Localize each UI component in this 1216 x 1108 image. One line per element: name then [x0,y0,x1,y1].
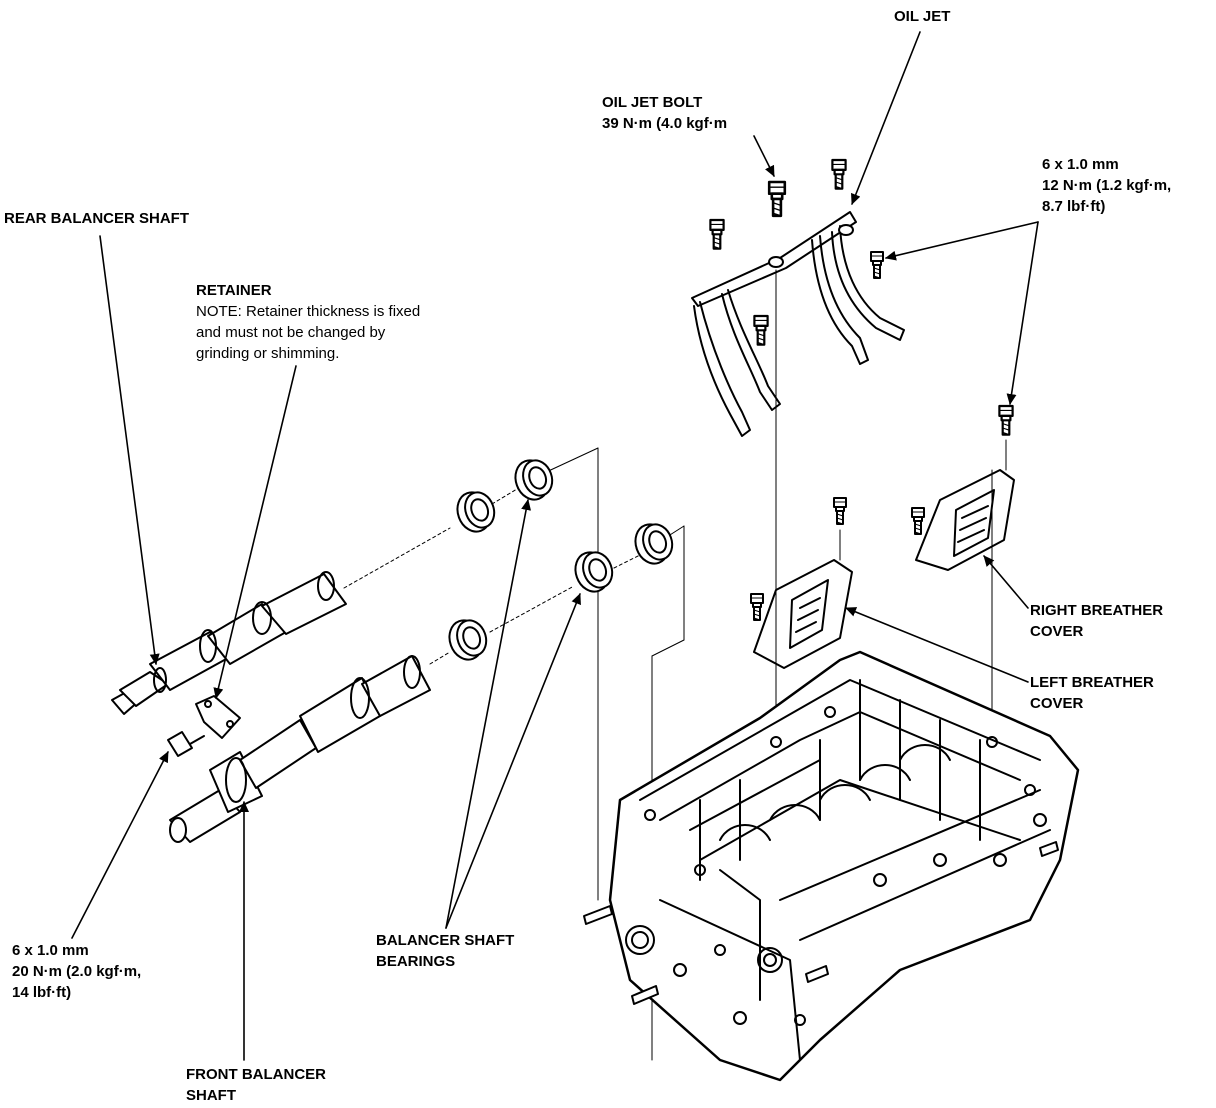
label-front-balancer-shaft-line2: SHAFT [186,1087,236,1104]
retainer-bolt [167,731,205,757]
label-breather-bolt-torque: 12 N·m (1.2 kgf·m, [1042,177,1172,194]
label-left-breather-cover: LEFT BREATHER COVER [1030,672,1154,714]
label-breather-bolt-torque-lbf: 8.7 lbf·ft) [1042,198,1106,215]
label-front-balancer-shaft: FRONT BALANCER SHAFT [186,1064,326,1106]
front-balancer-shaft [169,525,685,1061]
label-retainer-note-line2: and must not be changed by [196,324,386,341]
assembly-guide-lines [775,269,1007,741]
balancer-shaft-bearings-parts [443,453,679,666]
label-oil-jet-bolt: OIL JET BOLT 39 N·m (4.0 kgf·m [602,92,727,134]
label-oil-jet-bolt-line1: OIL JET BOLT [602,94,703,111]
leader-arrows [71,31,1039,1061]
label-rear-balancer-shaft: REAR BALANCER SHAFT [4,208,189,229]
rear-balancer-shaft [111,447,599,901]
label-right-breather-cover-line2: COVER [1030,623,1084,640]
label-balancer-shaft-bearings: BALANCER SHAFT BEARINGS [376,930,514,972]
label-retainer-title: RETAINER [196,282,272,299]
label-retainer-note-line1: NOTE: Retainer thickness is fixed [196,303,421,320]
label-breather-bolt-size: 6 x 1.0 mm [1042,156,1119,173]
label-retainer-bolt-size: 6 x 1.0 mm [12,942,89,959]
label-balancer-shaft-bearings-line2: BEARINGS [376,953,456,970]
label-oil-jet-line1: OIL JET [894,8,951,25]
label-retainer-bolt-torque-lbf: 14 lbf·ft) [12,984,72,1001]
label-left-breather-cover-line1: LEFT BREATHER [1030,674,1154,691]
left-breather-cover-part [750,497,853,669]
label-retainer-note-line3: grinding or shimming. [196,345,340,362]
label-breather-bolt-spec: 6 x 1.0 mm 12 N·m (1.2 kgf·m, 8.7 lbf·ft… [1042,154,1171,217]
label-right-breather-cover-line1: RIGHT BREATHER [1030,602,1164,619]
label-rear-balancer-shaft-line1: REAR BALANCER SHAFT [4,210,189,227]
label-oil-jet-bolt-torque: 39 N·m (4.0 kgf·m [602,115,728,132]
label-right-breather-cover: RIGHT BREATHER COVER [1030,600,1163,642]
label-retainer-bolt-torque: 20 N·m (2.0 kgf·m, [12,963,142,980]
label-retainer: RETAINER NOTE: Retainer thickness is fix… [196,280,420,364]
oil-jet-part [691,158,905,437]
retainer-part [195,695,241,739]
right-breather-cover-part [911,404,1015,571]
engine-block [583,650,1080,1082]
label-balancer-shaft-bearings-line1: BALANCER SHAFT [376,932,515,949]
label-front-balancer-shaft-line1: FRONT BALANCER [186,1066,326,1083]
label-left-breather-cover-line2: COVER [1030,695,1084,712]
label-retainer-bolt-spec: 6 x 1.0 mm 20 N·m (2.0 kgf·m, 14 lbf·ft) [12,940,141,1003]
label-oil-jet: OIL JET [894,6,950,27]
